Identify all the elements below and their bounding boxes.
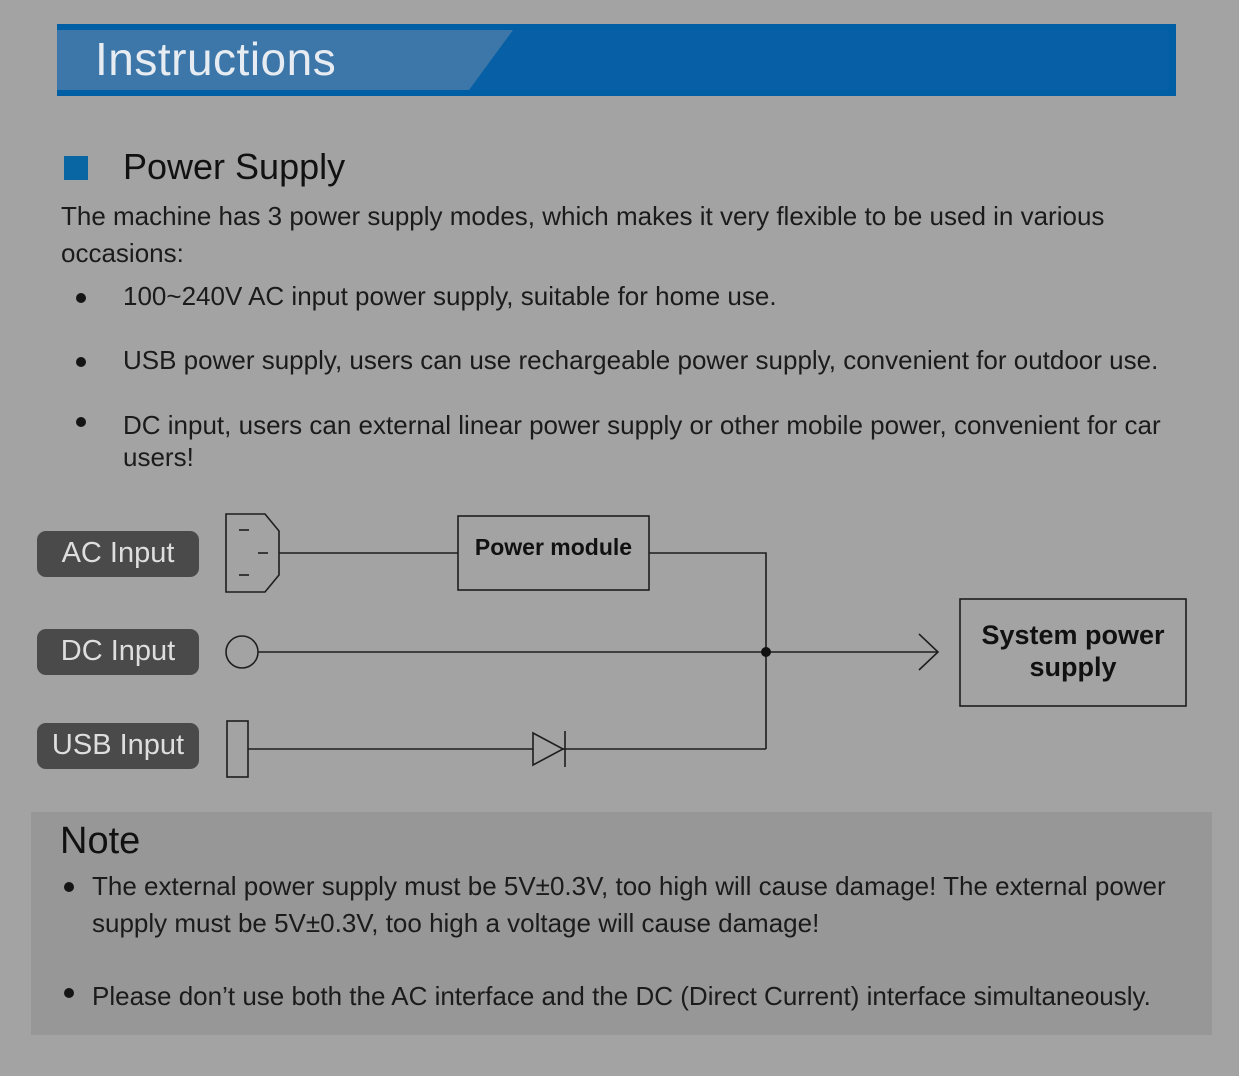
bullet-icon	[76, 357, 86, 367]
bullet-icon	[76, 417, 86, 427]
note-panel: Note The external power supply must be 5…	[31, 812, 1212, 1035]
dc-input-label: DC Input	[37, 629, 199, 675]
bullet-icon	[76, 293, 86, 303]
system-power-box	[959, 598, 1187, 707]
list-item-text: USB power supply, users can use recharge…	[123, 345, 1159, 375]
dc-connector-icon	[225, 635, 259, 669]
intro-paragraph: The machine has 3 power supply modes, wh…	[61, 201, 1105, 268]
header-banner: Instructions	[57, 24, 1176, 96]
junction-dot	[761, 647, 771, 657]
ac-input-label: AC Input	[37, 531, 199, 577]
section-title: Power Supply	[123, 146, 346, 187]
arrow-icon	[918, 633, 940, 671]
diode-icon	[532, 731, 565, 767]
section-square-icon	[64, 156, 88, 180]
system-power-label-line1: System power	[981, 620, 1165, 650]
usb-input-label: USB Input	[37, 723, 199, 769]
list-item-text: 100~240V AC input power supply, suitable…	[123, 281, 777, 311]
usb-connector-icon	[226, 720, 249, 778]
note-item-text: The external power supply must be 5V±0.3…	[92, 871, 1166, 938]
bullet-icon	[64, 882, 74, 892]
ac-connector-icon	[225, 513, 280, 593]
power-module-label: Power module	[474, 534, 633, 560]
list-item-text: DC input, users can external linear powe…	[123, 410, 1161, 472]
page-title: Instructions	[95, 33, 337, 85]
system-power-label: System power supply	[960, 619, 1186, 683]
note-item-text: Please don’t use both the AC interface a…	[92, 981, 1151, 1011]
note-title: Note	[60, 820, 141, 862]
bullet-icon	[64, 988, 74, 998]
banner-shape	[57, 24, 1176, 96]
system-power-label-line2: supply	[1029, 652, 1117, 682]
